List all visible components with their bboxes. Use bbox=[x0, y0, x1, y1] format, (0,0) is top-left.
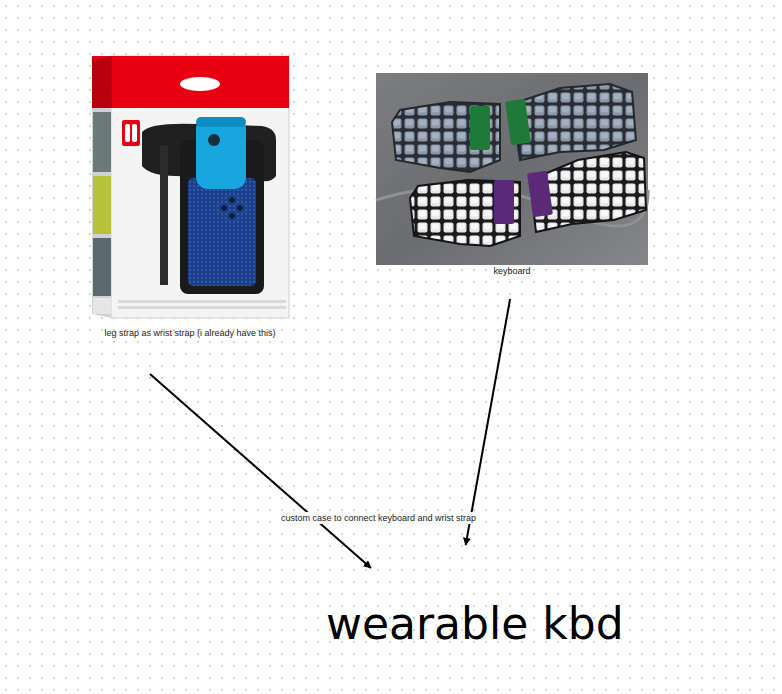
arrow-connector bbox=[466, 299, 510, 545]
caption-text: leg strap as wrist strap (i already have… bbox=[80, 327, 300, 339]
arrow-connector bbox=[150, 374, 371, 568]
leg-strap-box bbox=[92, 56, 289, 318]
title-text: wearable kbd bbox=[322, 595, 628, 653]
image-with-caption: leg strap as wrist strap (i already have… bbox=[80, 55, 300, 339]
result-title: wearable kbd bbox=[322, 595, 628, 653]
note-label: custom case to connect keyboard and wris… bbox=[279, 512, 478, 524]
image-with-caption: keyboard bbox=[376, 73, 648, 277]
caption-text: keyboard bbox=[376, 265, 648, 277]
keyboard-photo bbox=[376, 73, 648, 265]
